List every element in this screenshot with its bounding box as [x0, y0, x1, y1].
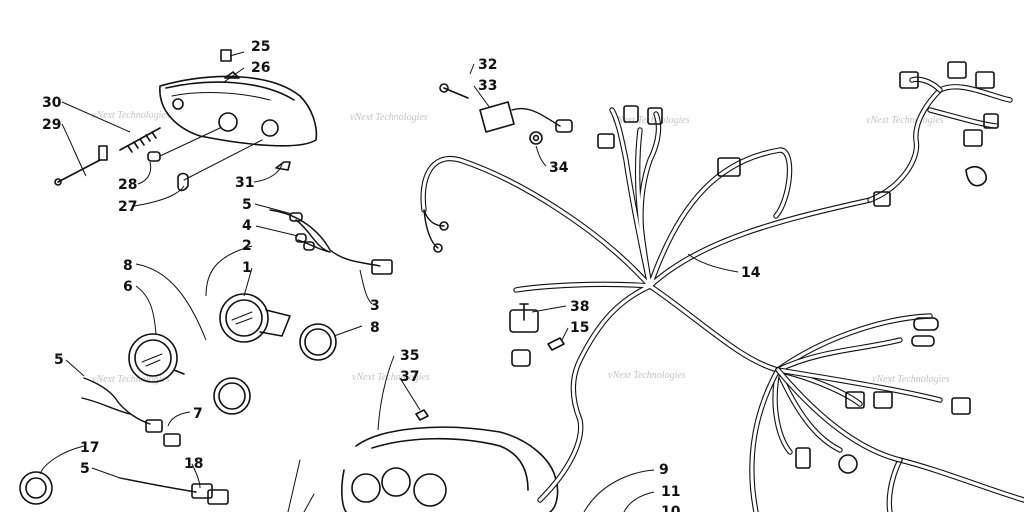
callout-33: 33 [478, 78, 497, 94]
callout-3: 3 [370, 298, 380, 314]
watermark: vNext Technologies [350, 112, 428, 123]
callout-26: 26 [251, 60, 270, 76]
callout-28: 28 [118, 177, 137, 193]
callout-5-lower: 5 [80, 461, 90, 477]
callout-labels: 25 26 30 29 28 27 31 5 4 2 1 3 8 6 8 5 7… [42, 39, 761, 512]
callout-25: 25 [251, 39, 270, 55]
callout-18: 18 [184, 456, 203, 472]
callout-31: 31 [235, 175, 254, 191]
watermarks: vNext Technologies vNext Technologies vN… [92, 110, 950, 385]
callout-9: 9 [659, 462, 669, 478]
watermark: vNext Technologies [92, 110, 170, 121]
callout-10: 10 [661, 504, 681, 512]
callout-27: 27 [118, 199, 137, 215]
main-wiring-harness [420, 61, 1024, 512]
callout-34: 34 [549, 160, 569, 176]
callout-35: 35 [400, 348, 419, 364]
callout-1: 1 [242, 260, 252, 276]
watermark: vNext Technologies [608, 370, 686, 381]
gauge-pigtails [81, 209, 393, 505]
callout-14: 14 [741, 265, 761, 281]
watermark: vNext Technologies [612, 115, 690, 126]
callout-5-middle: 5 [54, 352, 64, 368]
callout-5-upper: 5 [242, 197, 252, 213]
callout-4: 4 [242, 218, 252, 234]
callout-7: 7 [193, 406, 203, 422]
watermark: vNext Technologies [872, 374, 950, 385]
callout-8-left: 8 [123, 258, 133, 274]
callout-17: 17 [80, 440, 99, 456]
callout-32: 32 [478, 57, 497, 73]
callout-6: 6 [123, 279, 133, 295]
gauge-assembly [19, 293, 337, 505]
callout-38: 38 [570, 299, 589, 315]
leader-lines [39, 51, 739, 512]
watermark: vNext Technologies [352, 372, 430, 383]
callout-11: 11 [661, 484, 680, 500]
dash-panel [287, 409, 559, 512]
watermark: vNext Technologies [92, 374, 170, 385]
watermark: vNext Technologies [866, 115, 944, 126]
callout-2: 2 [242, 238, 252, 254]
callout-29: 29 [42, 117, 61, 133]
callout-15: 15 [570, 320, 589, 336]
callout-8-right: 8 [370, 320, 380, 336]
callout-30: 30 [42, 95, 62, 111]
callout-37: 37 [400, 369, 419, 385]
headlight-assembly [54, 49, 318, 192]
